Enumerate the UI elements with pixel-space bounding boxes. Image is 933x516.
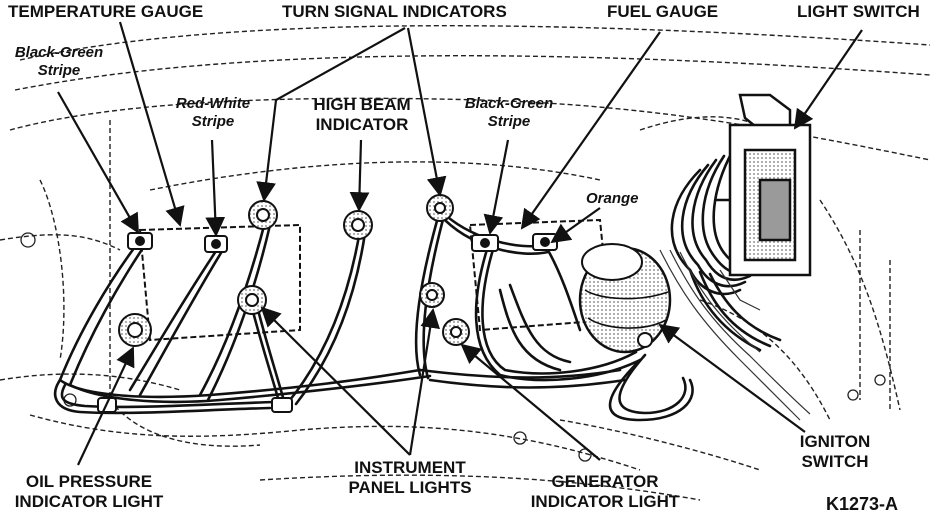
label-oil-pressure-line2: INDICATOR LIGHT: [14, 492, 164, 511]
label-ignition-line1: IGNITON: [799, 432, 871, 451]
label-oil-pressure-indicator-light: OIL PRESSURE INDICATOR LIGHT: [0, 472, 178, 512]
label-light-switch: LIGHT SWITCH: [797, 2, 920, 21]
label-red-white-line1: Red-White: [175, 95, 251, 112]
label-black-green-left-line1: Black-Green: [14, 44, 104, 61]
socket-red-white: [204, 235, 228, 253]
label-generator-line1: GENERATOR: [551, 472, 659, 491]
socket-temperature-left: [127, 232, 153, 250]
label-black-green-right-line2: Stripe: [487, 113, 531, 130]
arrow-red-white: [205, 139, 226, 237]
arrow-panel-lights-right: [408, 308, 440, 456]
arrow-panel-lights-left: [260, 306, 411, 456]
figure-code: K1273-A: [826, 494, 899, 514]
label-panel-lights-line1: INSTRUMENT: [354, 458, 466, 477]
connector-rear-left: [271, 397, 293, 413]
label-instrument-panel-lights: INSTRUMENT PANEL LIGHTS: [340, 458, 480, 498]
label-black-green-stripe-right: Black-Green Stripe: [450, 95, 568, 131]
socket-turn-left: [248, 200, 278, 230]
arrow-light-switch: [793, 29, 863, 130]
label-red-white-line2: Stripe: [191, 113, 235, 130]
arrow-orange: [550, 207, 601, 244]
arrow-black-green-left: [57, 91, 139, 234]
socket-oil-pressure: [118, 313, 152, 347]
socket-black-green-right: [471, 234, 499, 252]
label-black-green-stripe-left: Black-Green Stripe: [4, 44, 114, 80]
arrow-black-green-right: [483, 139, 510, 235]
label-fuel-gauge: FUEL GAUGE: [607, 2, 719, 21]
arrow-ignition-switch: [658, 323, 806, 433]
label-black-green-left-line2: Stripe: [37, 62, 81, 79]
arrow-fuel-gauge: [520, 31, 661, 230]
arrow-oil-pressure: [77, 346, 135, 466]
socket-high-beam: [343, 210, 373, 240]
label-temperature-gauge: TEMPERATURE GAUGE: [8, 2, 204, 21]
arrow-generator: [460, 343, 601, 461]
socket-panel-left: [237, 285, 267, 315]
leader-arrows: [57, 21, 863, 466]
label-high-beam-line2: INDICATOR: [315, 115, 409, 134]
label-red-white-stripe: Red-White Stripe: [158, 95, 268, 131]
dashboard-outline: [0, 25, 931, 501]
label-high-beam-line1: HIGH BEAM: [313, 95, 411, 114]
ignition-switch-body: [578, 243, 672, 354]
label-generator-line2: INDICATOR LIGHT: [530, 492, 680, 511]
label-generator-indicator-light: GENERATOR INDICATOR LIGHT: [515, 472, 695, 512]
label-high-beam-indicator: HIGH BEAM INDICATOR: [300, 95, 424, 135]
label-orange: Orange: [586, 190, 639, 207]
light-switch-body: [715, 93, 812, 277]
socket-generator: [442, 318, 470, 346]
harness-strands: [659, 249, 811, 421]
arrow-turn-left: [256, 27, 406, 202]
label-panel-lights-line2: PANEL LIGHTS: [348, 478, 472, 497]
socket-turn-right: [426, 194, 454, 222]
socket-panel-right: [419, 282, 445, 308]
label-oil-pressure-line1: OIL PRESSURE: [25, 472, 153, 491]
arrow-high-beam: [349, 139, 370, 212]
label-ignition-switch: IGNITON SWITCH: [780, 432, 890, 472]
label-turn-signal-indicators: TURN SIGNAL INDICATORS: [282, 2, 507, 21]
label-ignition-line2: SWITCH: [801, 452, 869, 471]
arrow-temperature-gauge: [118, 21, 185, 227]
arrow-turn-right: [406, 27, 447, 197]
wire-harness: [54, 150, 782, 422]
lamp-sockets: [97, 194, 558, 413]
label-black-green-right-line1: Black-Green: [464, 95, 554, 112]
